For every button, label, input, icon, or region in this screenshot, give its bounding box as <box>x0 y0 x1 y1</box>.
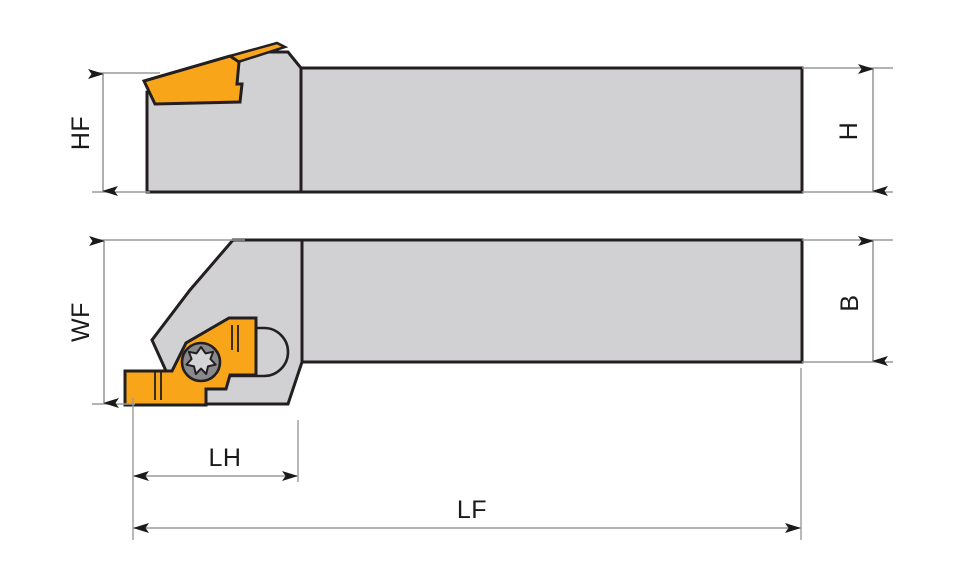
carbide-insert-side <box>141 54 244 106</box>
side-view-top: HF H <box>67 41 893 196</box>
top-view-bottom: WF B <box>67 236 893 408</box>
lh-dimension-label: LH <box>209 444 242 472</box>
hf-dimension-label: HF <box>67 116 95 150</box>
tool-shank-side <box>299 66 804 194</box>
tool-shank-plan <box>300 238 804 364</box>
lf-dimension-label: LF <box>457 496 487 524</box>
wf-dimension-label: WF <box>67 302 95 342</box>
h-dimension-label: H <box>835 122 863 141</box>
b-dimension-label: B <box>836 294 864 311</box>
length-dimensions: LH LF <box>132 368 802 540</box>
torx-clamp-screw-star <box>185 346 217 375</box>
